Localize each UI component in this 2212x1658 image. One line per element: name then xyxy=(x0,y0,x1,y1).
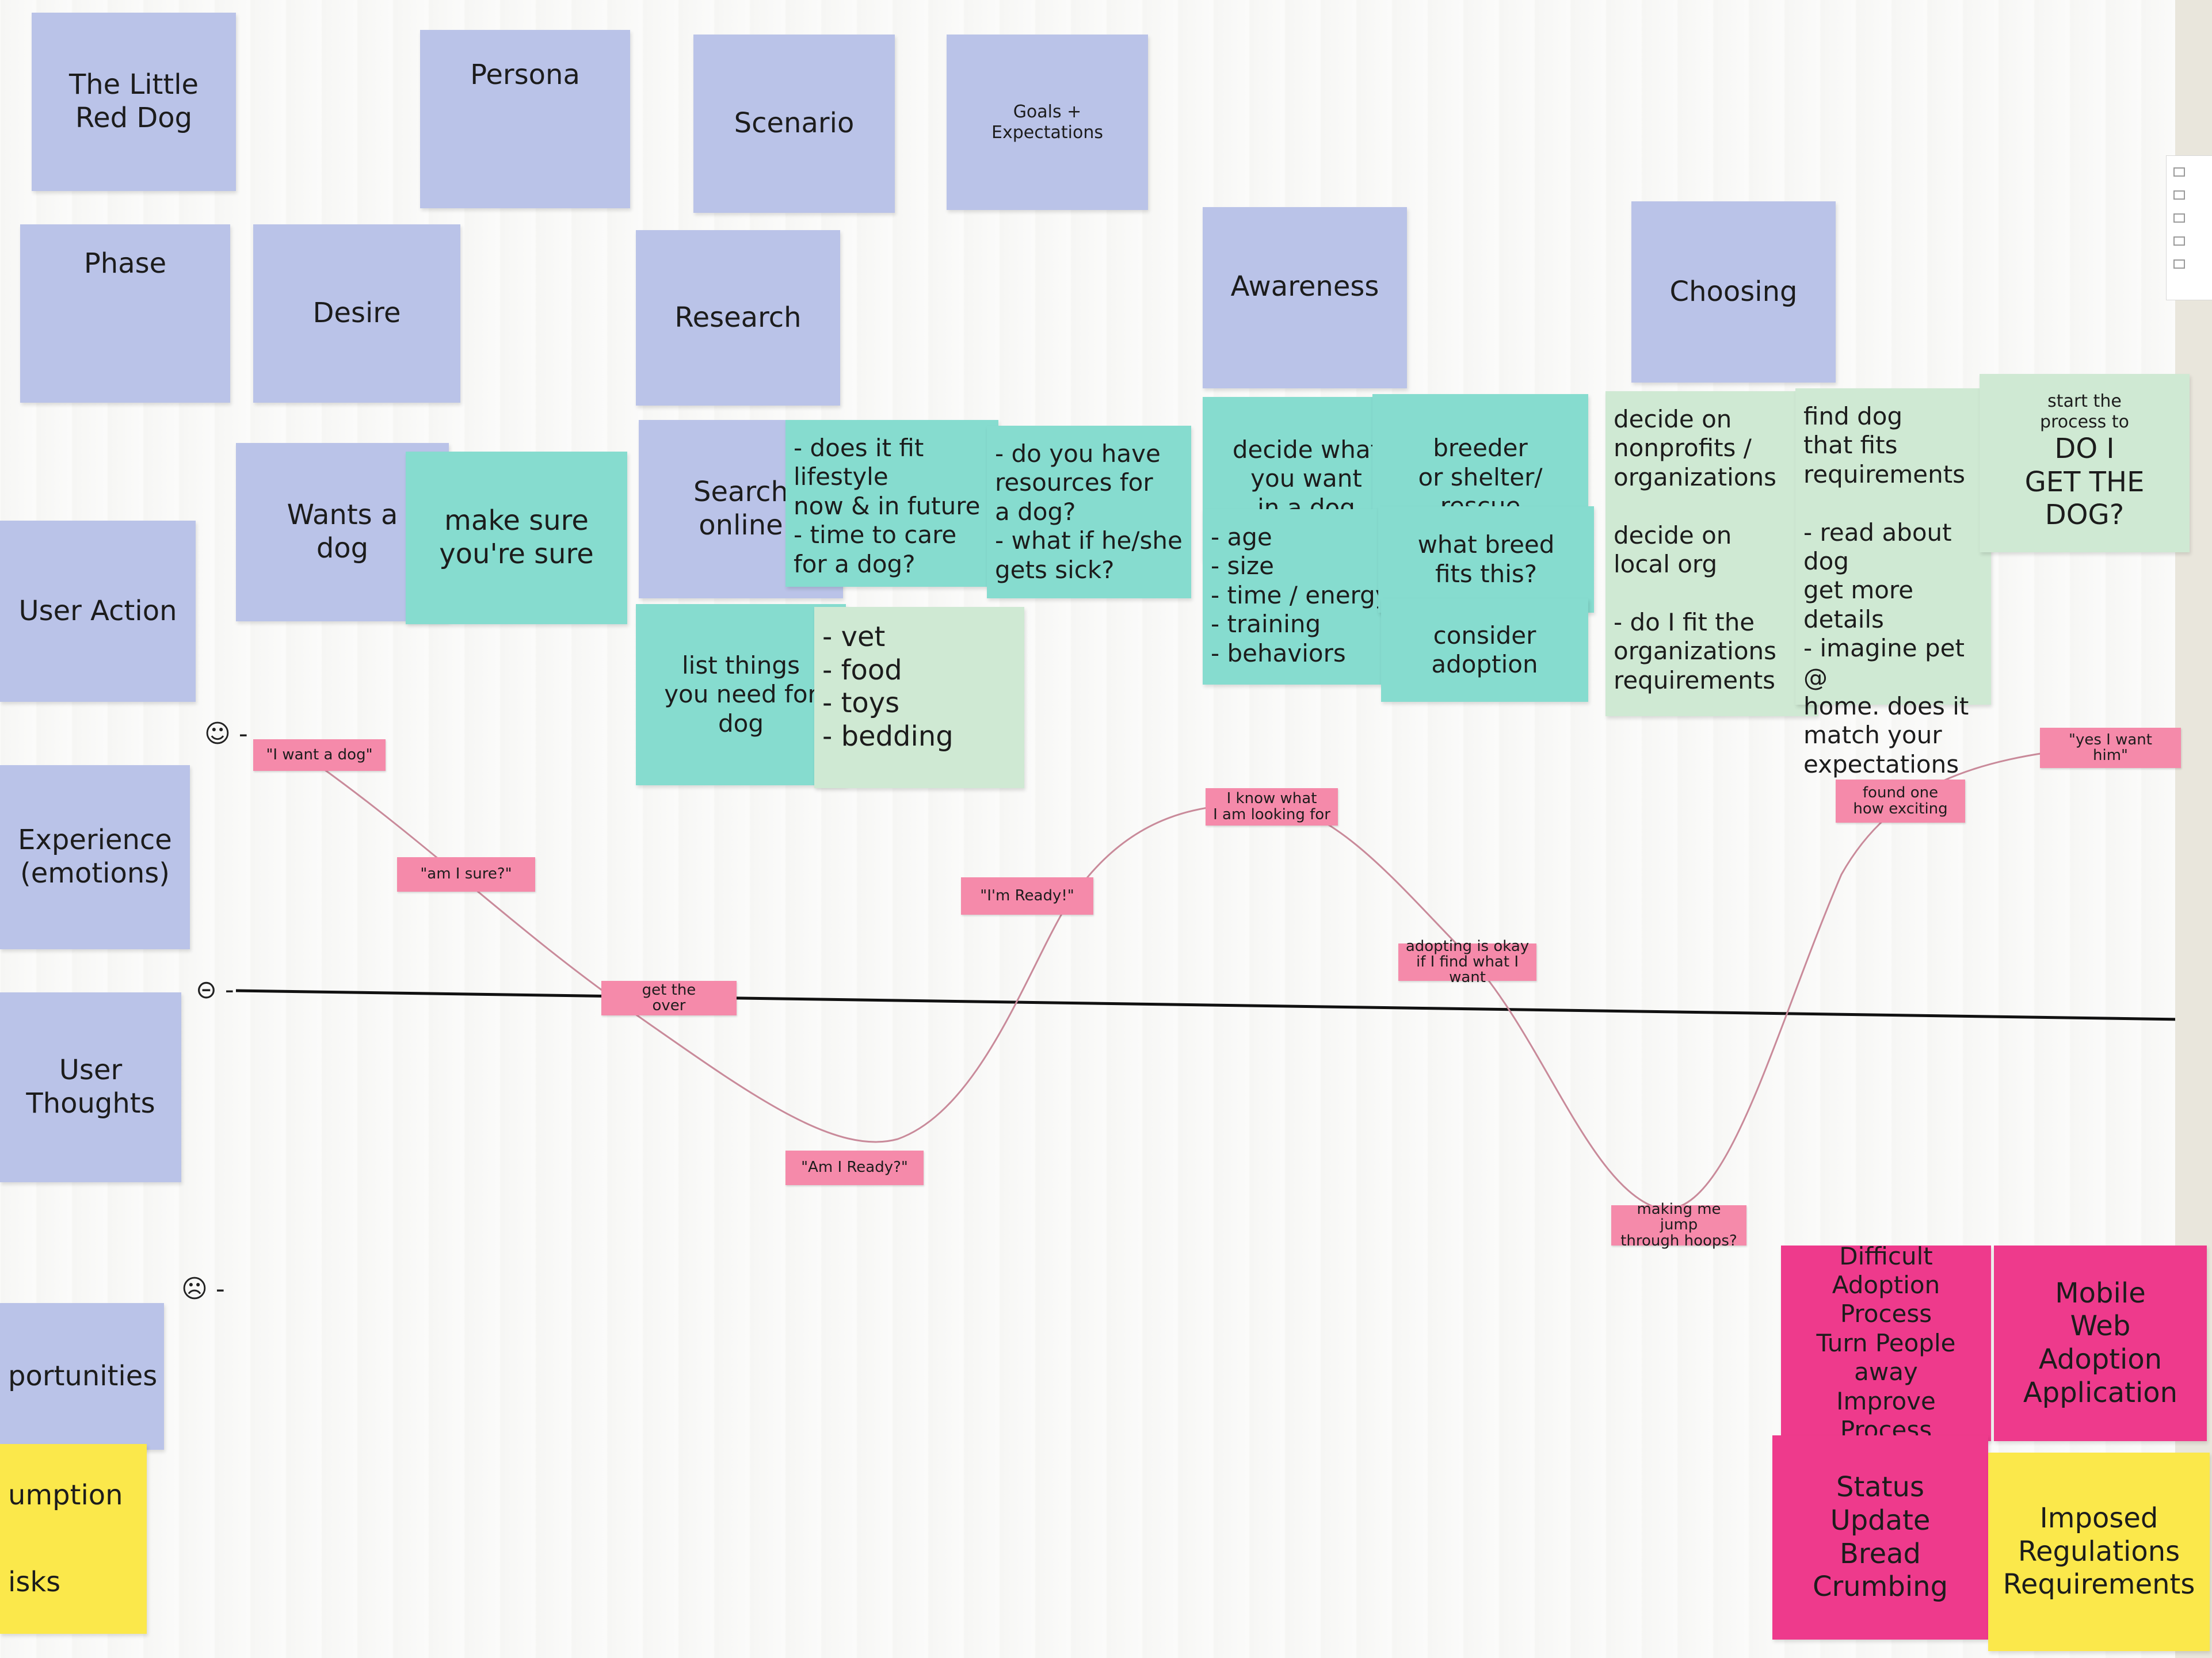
row-label-experience: Experience (emotions) xyxy=(0,765,190,949)
scenario-note: Scenario xyxy=(693,35,895,213)
action-resources: - do you have resources for a dog? - wha… xyxy=(987,426,1191,598)
get-the-dog-text: DO I GET THE DOG? xyxy=(2024,433,2145,532)
phase-research: Research xyxy=(636,230,840,406)
assumption-label: umption xyxy=(8,1479,123,1511)
phase-awareness: Awareness xyxy=(1203,207,1407,388)
action-get-the-dog: start the process to DO I GET THE DOG? xyxy=(1980,374,2190,552)
emotion-get-the: get the over xyxy=(601,981,737,1015)
emotion-curve xyxy=(322,747,2084,1210)
emotion-know-what: I know what I am looking for xyxy=(1206,788,1338,826)
emotion-am-i-sure: "am I sure?" xyxy=(397,857,535,892)
emotion-am-i-ready: "Am I Ready?" xyxy=(785,1151,924,1185)
row-label-opportunities: portunities xyxy=(0,1303,164,1450)
title-note: The Little Red Dog xyxy=(32,13,236,191)
emotion-im-ready: "I'm Ready!" xyxy=(961,877,1093,915)
opportunity-difficult-process: Difficult Adoption Process Turn People a… xyxy=(1781,1242,1991,1444)
opportunity-mobile-web: Mobile Web Adoption Application xyxy=(1994,1246,2207,1441)
happy-face-marker: ☺ - xyxy=(204,719,248,748)
emotion-adopting-okay: adopting is okay if I find what I want xyxy=(1398,938,1536,985)
row-label-assumptions-risks: umption isks xyxy=(0,1444,147,1634)
risks-label: isks xyxy=(8,1565,61,1598)
action-make-sure: make sure you're sure xyxy=(406,452,627,624)
action-items: - vet - food - toys - bedding xyxy=(814,607,1024,788)
neutral-baseline xyxy=(235,989,2182,1021)
persona-note: Persona xyxy=(420,30,630,208)
action-attributes: - age - size - time / energy - training … xyxy=(1203,509,1407,685)
row-label-user-thoughts: User Thoughts xyxy=(0,992,181,1182)
goals-note: Goals + Expectations xyxy=(947,35,1148,210)
risk-imposed-regulations: Imposed Regulations Requirements xyxy=(1988,1453,2210,1651)
side-checklist xyxy=(2166,155,2212,300)
action-find-dog: find dog that fits requirements - read a… xyxy=(1795,388,1991,778)
action-lifestyle: - does it fit lifestyle now & in future … xyxy=(785,420,998,587)
action-list-things: list things you need for dog xyxy=(636,604,846,785)
sad-face-marker: ☹ - xyxy=(181,1274,225,1304)
row-label-user-action: User Action xyxy=(0,521,196,702)
emotion-found-one: found one how exciting xyxy=(1836,780,1965,823)
action-decide-nonprofits: decide on nonprofits / organizations dec… xyxy=(1605,391,1818,716)
phase-desire: Desire xyxy=(253,224,460,403)
emotion-want-dog: "I want a dog" xyxy=(253,739,386,771)
opportunity-status-update: Status Update Bread Crumbing xyxy=(1772,1435,1988,1640)
emotion-yes-want: "yes I want him" xyxy=(2040,728,2181,768)
phase-choosing: Choosing xyxy=(1631,201,1836,383)
neutral-face-marker: ⊝ - xyxy=(196,975,234,1004)
start-process-text: start the process to xyxy=(2040,391,2129,432)
action-consider-adoption: consider adoption xyxy=(1381,598,1588,702)
row-label-phase: Phase xyxy=(20,224,230,403)
emotion-making-jump: making me jump through hoops? xyxy=(1611,1201,1746,1248)
action-what-breed: what breed fits this? xyxy=(1378,506,1594,613)
